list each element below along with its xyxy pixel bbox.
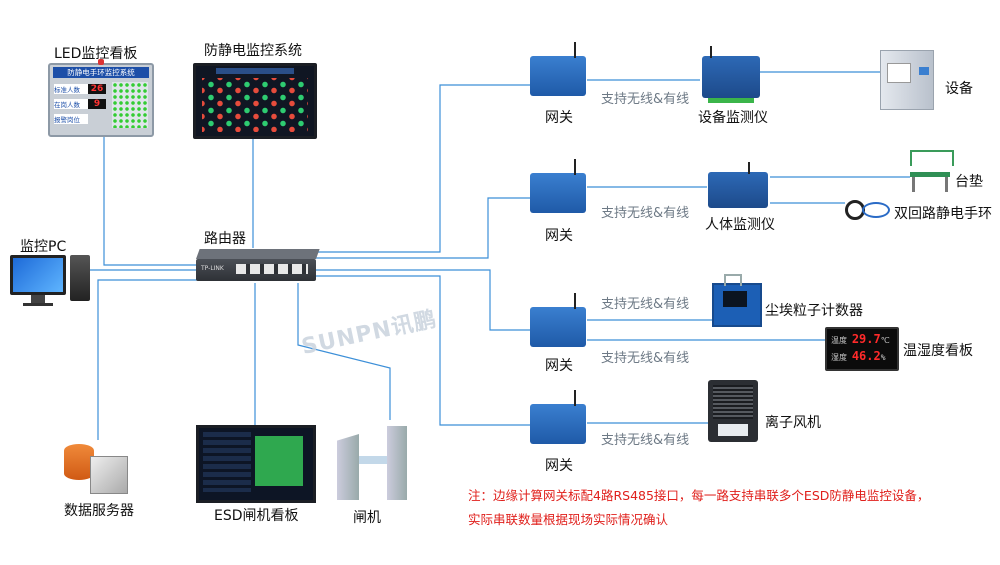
temp-label: 温度: [831, 336, 847, 345]
note-line-1: 注：边缘计算网关标配4路RS485接口，每一路支持串联多个ESD防静电监控设备，: [468, 488, 930, 503]
temp-humidity-label: 温湿度看板: [903, 343, 973, 359]
monitor-pc-label: 监控PC: [20, 239, 67, 255]
equipment-monitor-label: 设备监测仪: [698, 110, 768, 126]
workbench-top: [910, 172, 950, 177]
equipment-label: 设备: [945, 81, 973, 97]
gate-label: 闸机: [353, 510, 381, 526]
gateway-label: 网关: [545, 358, 573, 374]
db-server: [64, 442, 130, 494]
router: TP-LINK: [196, 249, 320, 283]
gateway: [530, 159, 586, 213]
led-row-label: 报警岗位: [54, 113, 88, 124]
mat-label: 台垫: [955, 174, 983, 190]
connection-label: 支持无线&有线: [601, 297, 690, 312]
dust-counter-display: [723, 291, 747, 307]
antenna-icon: [574, 159, 576, 175]
equipment: [880, 50, 934, 110]
gateway-label: 网关: [545, 228, 573, 244]
led-board-label: LED监控看板: [54, 46, 138, 62]
connection-label: 支持无线&有线: [601, 433, 690, 448]
router-label: 路由器: [204, 231, 246, 247]
gate-flap-icon: [359, 456, 387, 464]
led-board-title: 防静电手环监控系统: [53, 67, 149, 78]
dual-loop-strap-label: 双回路静电手环: [894, 206, 992, 222]
db-server-label: 数据服务器: [64, 503, 134, 519]
led-board: 防静电手环监控系统 标准人数 26 在岗人数 9 报警岗位: [48, 59, 154, 137]
alarm-light-icon: [98, 59, 104, 65]
fan-control-panel: [718, 424, 748, 436]
temp-unit: ℃: [880, 336, 890, 345]
equipment-display: [919, 67, 929, 75]
led-dot-matrix: [112, 82, 148, 128]
coil-cord-icon: [862, 202, 890, 218]
monitor-pc: [10, 255, 90, 306]
temp-value: 29.7: [851, 332, 881, 346]
temp-humidity-board: 温度 29.7℃ 湿度 46.2%: [825, 327, 899, 371]
antenna-icon: [748, 162, 750, 174]
led-row: 在岗人数 9: [54, 97, 106, 110]
led-row: 报警岗位: [54, 112, 106, 125]
gate-post-icon: [387, 426, 407, 500]
connection-label: 支持无线&有线: [601, 206, 690, 221]
body-monitor: [708, 162, 768, 208]
esd-system-screen: [193, 63, 317, 139]
gate-post-icon: [337, 434, 359, 500]
gate: [335, 420, 411, 502]
led-row-value: 9: [88, 98, 106, 109]
led-row-label: 标准人数: [54, 83, 88, 94]
esd-system-label: 防静电监控系统: [204, 43, 302, 59]
dust-counter-label: 尘埃粒子计数器: [765, 303, 863, 319]
led-row-value: 26: [88, 83, 106, 94]
status-grid: [202, 78, 308, 132]
wrist-strap: [845, 196, 890, 222]
body-monitor-label: 人体监测仪: [705, 217, 775, 233]
equipment-monitor: [702, 46, 760, 103]
antenna-icon: [574, 42, 576, 58]
handle-icon: [724, 274, 742, 286]
gate-board-chart: [255, 436, 303, 486]
ion-fan: [708, 380, 758, 442]
esd-gate-board-label: ESD闸机看板: [214, 508, 299, 524]
humidity-label: 湿度: [831, 353, 847, 362]
note-line-2: 实际串联数量根据现场实际情况确认: [468, 512, 669, 527]
mat: [910, 150, 954, 192]
ion-fan-label: 离子风机: [765, 415, 821, 431]
antenna-icon: [574, 390, 576, 406]
led-row-label: 在岗人数: [54, 98, 88, 109]
dust-counter: [712, 274, 762, 327]
gateway-label: 网关: [545, 458, 573, 474]
esd-gate-board: [196, 425, 316, 503]
router-brand: TP-LINK: [201, 265, 224, 272]
gateway: [530, 390, 586, 444]
gateway: [530, 293, 586, 347]
monitor-icon: [10, 255, 66, 295]
antenna-icon: [710, 46, 712, 58]
screen-header: [216, 68, 294, 74]
antenna-icon: [574, 293, 576, 309]
gate-board-table: [203, 432, 251, 492]
gateway-label: 网关: [545, 110, 573, 126]
pc-tower-icon: [70, 255, 90, 301]
connection-label: 支持无线&有线: [601, 351, 690, 366]
server-icon: [90, 456, 128, 494]
connection-label: 支持无线&有线: [601, 92, 690, 107]
humidity-unit: %: [880, 353, 886, 362]
terminal-block: [708, 98, 754, 103]
database-icon: [64, 444, 94, 480]
gateway: [530, 42, 586, 96]
router-ports: [236, 264, 308, 274]
led-row: 标准人数 26: [54, 82, 106, 95]
equipment-door: [887, 63, 911, 83]
humidity-value: 46.2: [851, 349, 881, 363]
fan-grille-icon: [713, 385, 753, 419]
